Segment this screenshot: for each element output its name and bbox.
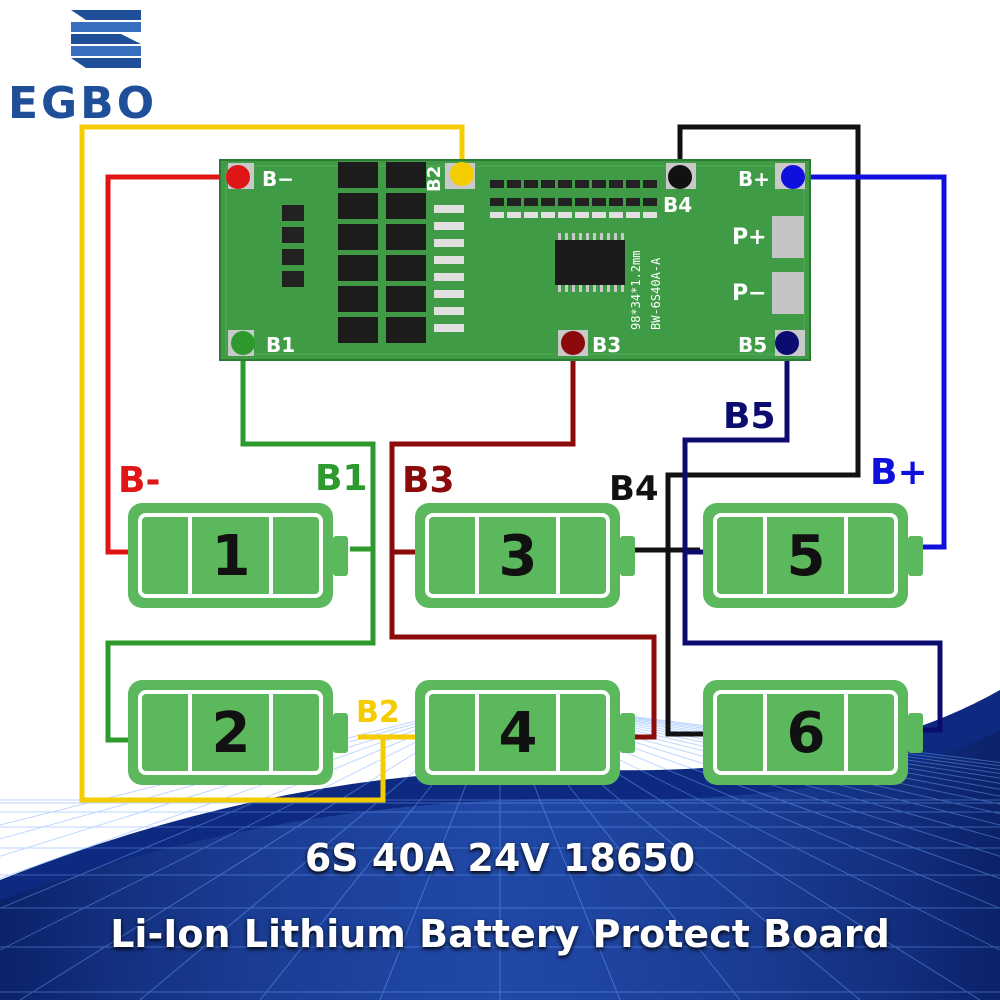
battery-cell-1: 1	[128, 503, 348, 608]
pad-dot-b-minus	[226, 165, 250, 189]
label-b5: B5	[723, 396, 776, 437]
pad-dot-b2	[450, 162, 474, 186]
pad-label-b-plus: B+	[738, 167, 770, 191]
battery-cell-6: 6	[703, 680, 923, 785]
pad-dot-b-plus	[781, 165, 805, 189]
label-b3: B3	[402, 460, 455, 501]
wire-b3	[389, 345, 657, 740]
wire-b-plus	[793, 174, 947, 550]
pad-label-b2: B2	[424, 166, 445, 192]
battery-cell-number: 2	[212, 701, 251, 766]
pad-label-b-minus: B−	[262, 167, 294, 191]
wire-b5	[682, 345, 943, 733]
resistor-array	[282, 180, 657, 332]
p-plus-pad	[772, 216, 804, 258]
wire-b4	[665, 124, 861, 737]
pad-dot-b5	[775, 331, 799, 355]
battery-cell-number: 1	[212, 524, 251, 589]
label-b4: B4	[609, 469, 659, 509]
pad-dot-b3	[561, 331, 585, 355]
battery-cell-3: 3	[415, 503, 635, 608]
battery-cell-5: 5	[703, 503, 923, 608]
battery-cell-4: 4	[415, 680, 635, 785]
pad-dot-b4	[668, 165, 692, 189]
pad-label-b4: B4	[663, 193, 692, 217]
board-size-text: 98*34*1.2mm	[629, 251, 643, 330]
label-b2: B2	[356, 695, 400, 730]
battery-cell-number: 5	[787, 524, 826, 589]
battery-cell-number: 3	[499, 524, 538, 589]
brand-logo: EGBO	[8, 8, 198, 129]
label-b-minus: B-	[118, 460, 160, 501]
wire-b-minus	[105, 174, 238, 555]
battery-cell-number: 6	[787, 701, 826, 766]
logo-text: EGBO	[8, 78, 158, 129]
pad-label-b5: B5	[738, 333, 767, 357]
battery-cell-2: 2	[128, 680, 348, 785]
ic-chip	[555, 240, 625, 285]
mosfet-array	[338, 162, 426, 343]
pad-label-p-minus: P−	[732, 281, 767, 306]
label-b-plus: B+	[870, 452, 928, 493]
board-model-text: BW-6S40A-A	[649, 257, 663, 330]
pad-dot-b1	[231, 331, 255, 355]
pcb-board: 98*34*1.2mm BW-6S40A-A B− B2 B4 B+ B1 B3…	[219, 159, 811, 361]
logo-mark-icon	[71, 10, 141, 68]
p-minus-pad	[772, 272, 804, 314]
caption-spec: 6S 40A 24V 18650	[304, 836, 696, 880]
pad-label-b3: B3	[592, 333, 621, 357]
pad-label-p-plus: P+	[732, 225, 767, 250]
wire-b1	[105, 345, 376, 743]
pad-label-b1: B1	[266, 333, 295, 357]
caption-title: Li-Ion Lithium Battery Protect Board	[110, 912, 890, 956]
battery-cell-number: 4	[499, 701, 538, 766]
label-b1: B1	[315, 458, 368, 499]
